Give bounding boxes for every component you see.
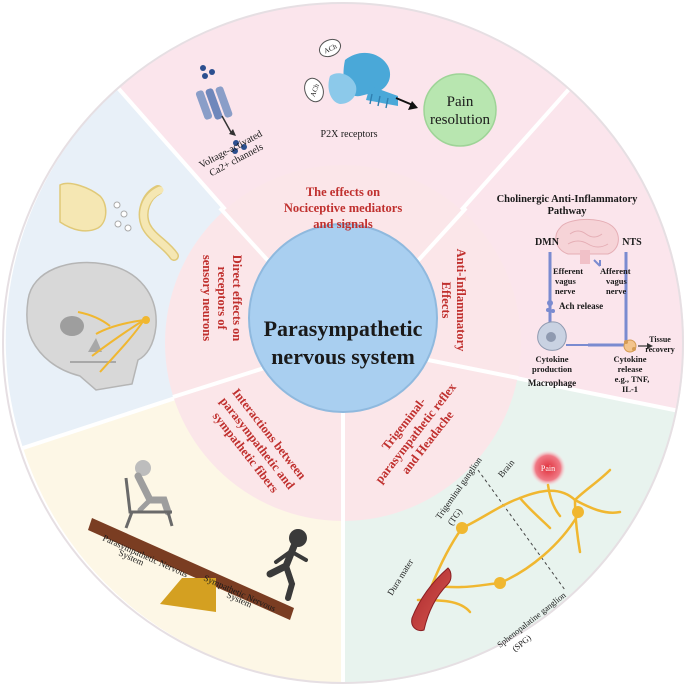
pain-label: Pain (541, 464, 555, 473)
neuron-body-icon (572, 506, 584, 518)
seesaw-beam (88, 518, 294, 620)
direct-line3: sensory neurons (200, 255, 214, 341)
facial-nerves (77, 311, 145, 373)
afferent-line1: Afferent (600, 266, 631, 276)
macrophage-icon (537, 321, 567, 351)
efferent-line3: nerve (555, 286, 576, 296)
macrophage-label: Macrophage (528, 378, 576, 388)
running-person-icon (266, 529, 308, 601)
pain-resolution-line2: resolution (430, 112, 490, 128)
seated-person-icon (124, 460, 174, 529)
cytokine-release-line4: IL-1 (622, 384, 638, 394)
pain-resolution-circle (423, 73, 497, 147)
cholinergic-title-line2: Pathway (547, 206, 587, 217)
label-anti-inflammatory: Anti-Inflammatory Effects (439, 249, 468, 353)
cytokine-cell-icon (623, 339, 637, 353)
anti-inflammatory-line1: Anti-Inflammatory (454, 249, 468, 353)
efferent-line1: Efferent (553, 266, 583, 276)
nerve-fibers (416, 468, 622, 614)
spg-ganglion-icon (494, 577, 506, 589)
p2x-receptor-icon: ACh ACh (304, 38, 418, 110)
skull-icon (26, 261, 157, 391)
nts-label: NTS (622, 237, 642, 248)
p2x-label: P2X receptors (321, 129, 378, 140)
nociceptive-line2: Nociceptive mediators (284, 201, 403, 215)
pain-glow-icon (530, 450, 566, 486)
efferent-line2: vagus (555, 276, 576, 286)
brain-icon (555, 219, 619, 264)
ach-release-label: Ach release (559, 301, 603, 311)
direct-line2: receptors of (215, 266, 229, 330)
tissue-recovery-line2: recovery (645, 345, 675, 354)
center-title-line1: Parasympathetic (264, 316, 423, 341)
center-circle (248, 223, 438, 413)
right-panel: Cholinergic Anti-Inflammatory Pathway DM… (497, 194, 675, 394)
pain-resolution-line1: Pain (447, 94, 474, 110)
center-title-line2: nervous system (271, 344, 415, 369)
left-panel (26, 182, 179, 391)
cytokine-release-line3: e.g., TNF, (615, 374, 650, 384)
label-nociceptive: The effects on Nociceptive mediators and… (284, 185, 403, 231)
brain-boundary-line (477, 469, 566, 591)
direct-line1: Direct effects on (230, 255, 244, 342)
tissue-recovery-line1: Tissue (649, 335, 671, 344)
blood-vessel-icon (411, 567, 452, 631)
cytokine-release-line2: release (618, 364, 643, 374)
nociceptive-line3: and signals (313, 217, 373, 231)
trigeminal-ganglion-icon (456, 522, 468, 534)
afferent-line3: nerve (606, 286, 627, 296)
seesaw-fulcrum (160, 578, 216, 612)
calcium-channel-icon (195, 65, 247, 154)
cholinergic-title-line1: Cholinergic Anti-Inflammatory (497, 194, 639, 205)
cytokine-production-line2: production (532, 364, 572, 374)
dmn-label: DMN (535, 237, 560, 248)
cytokine-release-line1: Cytokine (613, 354, 646, 364)
synapse-icon (59, 182, 179, 261)
anti-inflammatory-line2: Effects (439, 282, 453, 319)
afferent-line2: vagus (606, 276, 627, 286)
nociceptive-line1: The effects on (306, 185, 380, 199)
label-direct: Direct effects on receptors of sensory n… (200, 255, 244, 342)
cytokine-production-line1: Cytokine (535, 354, 568, 364)
